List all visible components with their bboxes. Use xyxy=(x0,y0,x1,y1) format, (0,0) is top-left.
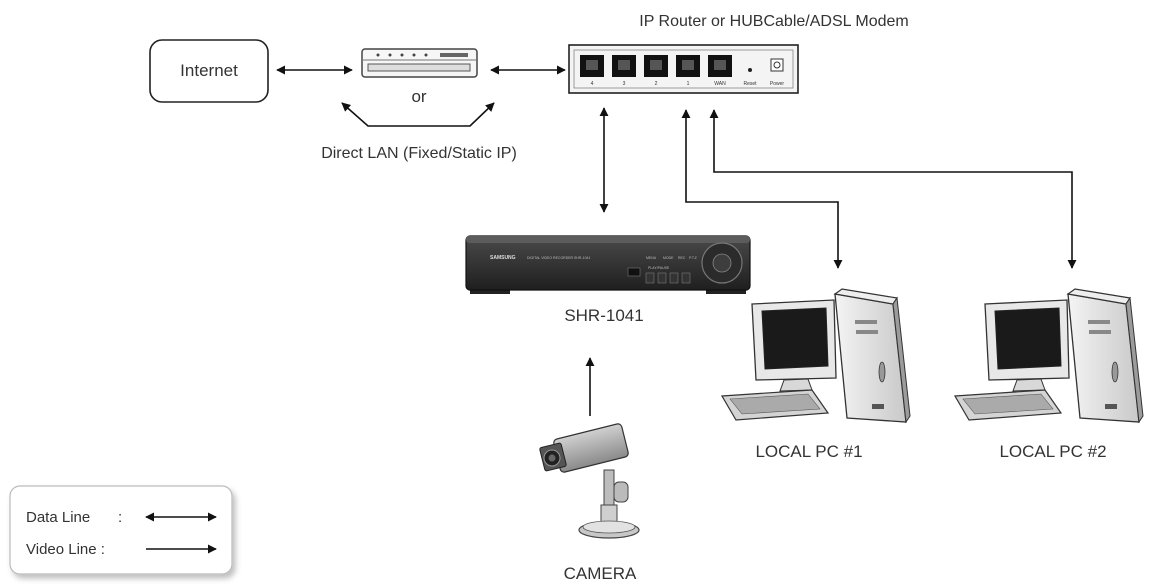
arrow-router-pc2 xyxy=(709,109,1077,269)
router-port-2 xyxy=(644,55,668,77)
reset-label: Reset xyxy=(743,81,757,87)
router-title: IP Router or HUBCable/ADSL Modem xyxy=(639,13,908,30)
pc1-label: LOCAL PC #1 xyxy=(755,442,862,461)
dvr-brand: SAMSUNG xyxy=(490,255,516,261)
pc1-device xyxy=(720,288,911,424)
router-device: 4 3 2 1 WAN Reset Power xyxy=(568,44,799,94)
camera-label: CAMERA xyxy=(564,564,637,583)
camera-device xyxy=(539,423,640,539)
legend-data-line-label: Data Line xyxy=(26,509,90,526)
dvr-label: SHR-1041 xyxy=(564,306,643,325)
legend-video-line-label: Video Line : xyxy=(26,541,105,558)
port-label-wan: WAN xyxy=(714,81,726,87)
modem-device xyxy=(361,48,478,78)
internet-label: Internet xyxy=(180,61,238,80)
power-label: Power xyxy=(770,81,785,87)
port-label-1: 1 xyxy=(687,81,690,87)
pc2-label: LOCAL PC #2 xyxy=(999,442,1106,461)
port-label-2: 2 xyxy=(655,81,658,87)
dvr-button-ptz: P.T.Z xyxy=(689,256,698,260)
dvr-button-menu: MENU xyxy=(646,256,657,260)
legend-data-line-sep: : xyxy=(118,509,122,526)
dvr-button-mode: MODE xyxy=(663,256,674,260)
router-port-wan xyxy=(708,55,732,77)
port-label-3: 3 xyxy=(623,81,626,87)
direct-lan-label: Direct LAN (Fixed/Static IP) xyxy=(321,145,517,162)
legend-box: Data Line : Video Line : xyxy=(9,485,233,575)
router-port-3 xyxy=(612,55,636,77)
pc2-device xyxy=(953,288,1144,424)
router-port-4 xyxy=(580,55,604,77)
router-port-1 xyxy=(676,55,700,77)
or-label: or xyxy=(411,87,426,106)
reset-button xyxy=(748,68,752,72)
port-label-4: 4 xyxy=(591,81,594,87)
dvr-device: SAMSUNG DIGITAL VIDEO RECORDER SHR-1041 … xyxy=(465,235,751,294)
direct-lan-arrow xyxy=(341,102,495,127)
internet-node: Internet xyxy=(149,39,269,103)
dvr-model-text: DIGITAL VIDEO RECORDER SHR-1041 xyxy=(527,256,590,260)
dvr-button-play: PLAY/PAUSE xyxy=(648,266,670,270)
power-jack xyxy=(770,58,784,72)
dvr-button-rec: REC xyxy=(678,256,686,260)
